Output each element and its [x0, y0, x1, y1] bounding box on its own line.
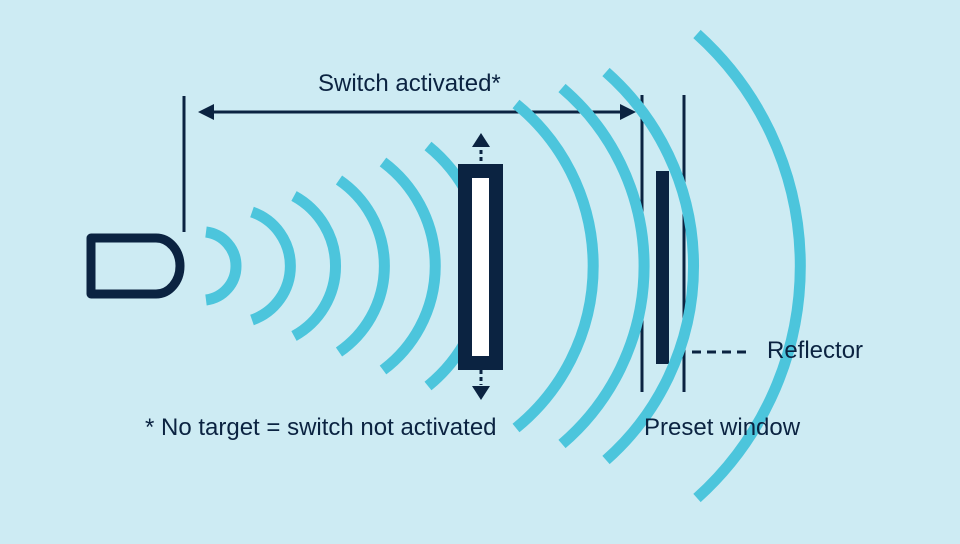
wave-arc-7 — [512, 99, 599, 433]
reflector-icon — [656, 171, 669, 364]
wave-arc-9 — [602, 67, 699, 465]
sensor-icon — [86, 233, 185, 299]
target-arrow-down-icon — [472, 386, 490, 400]
preset-window-label: Preset window — [644, 414, 801, 441]
arrow-left-icon — [198, 104, 214, 120]
wave-arc-10 — [693, 29, 806, 503]
no-target-note: * No target = switch not activated — [145, 414, 497, 441]
reflector-label: Reflector — [767, 337, 864, 364]
wave-arc-5 — [379, 157, 441, 375]
target-arrow-up-icon — [472, 133, 490, 147]
switch-activated-label: Switch activated* — [318, 70, 501, 97]
wave-arc-8 — [558, 83, 650, 449]
wave-arc-2 — [250, 206, 296, 326]
arrow-right-icon — [620, 104, 636, 120]
wave-arc-4 — [335, 175, 390, 357]
wave-arc-1 — [205, 226, 242, 306]
sensor-waves — [205, 29, 806, 503]
target-icon — [458, 133, 503, 400]
wave-arc-3 — [291, 191, 341, 341]
